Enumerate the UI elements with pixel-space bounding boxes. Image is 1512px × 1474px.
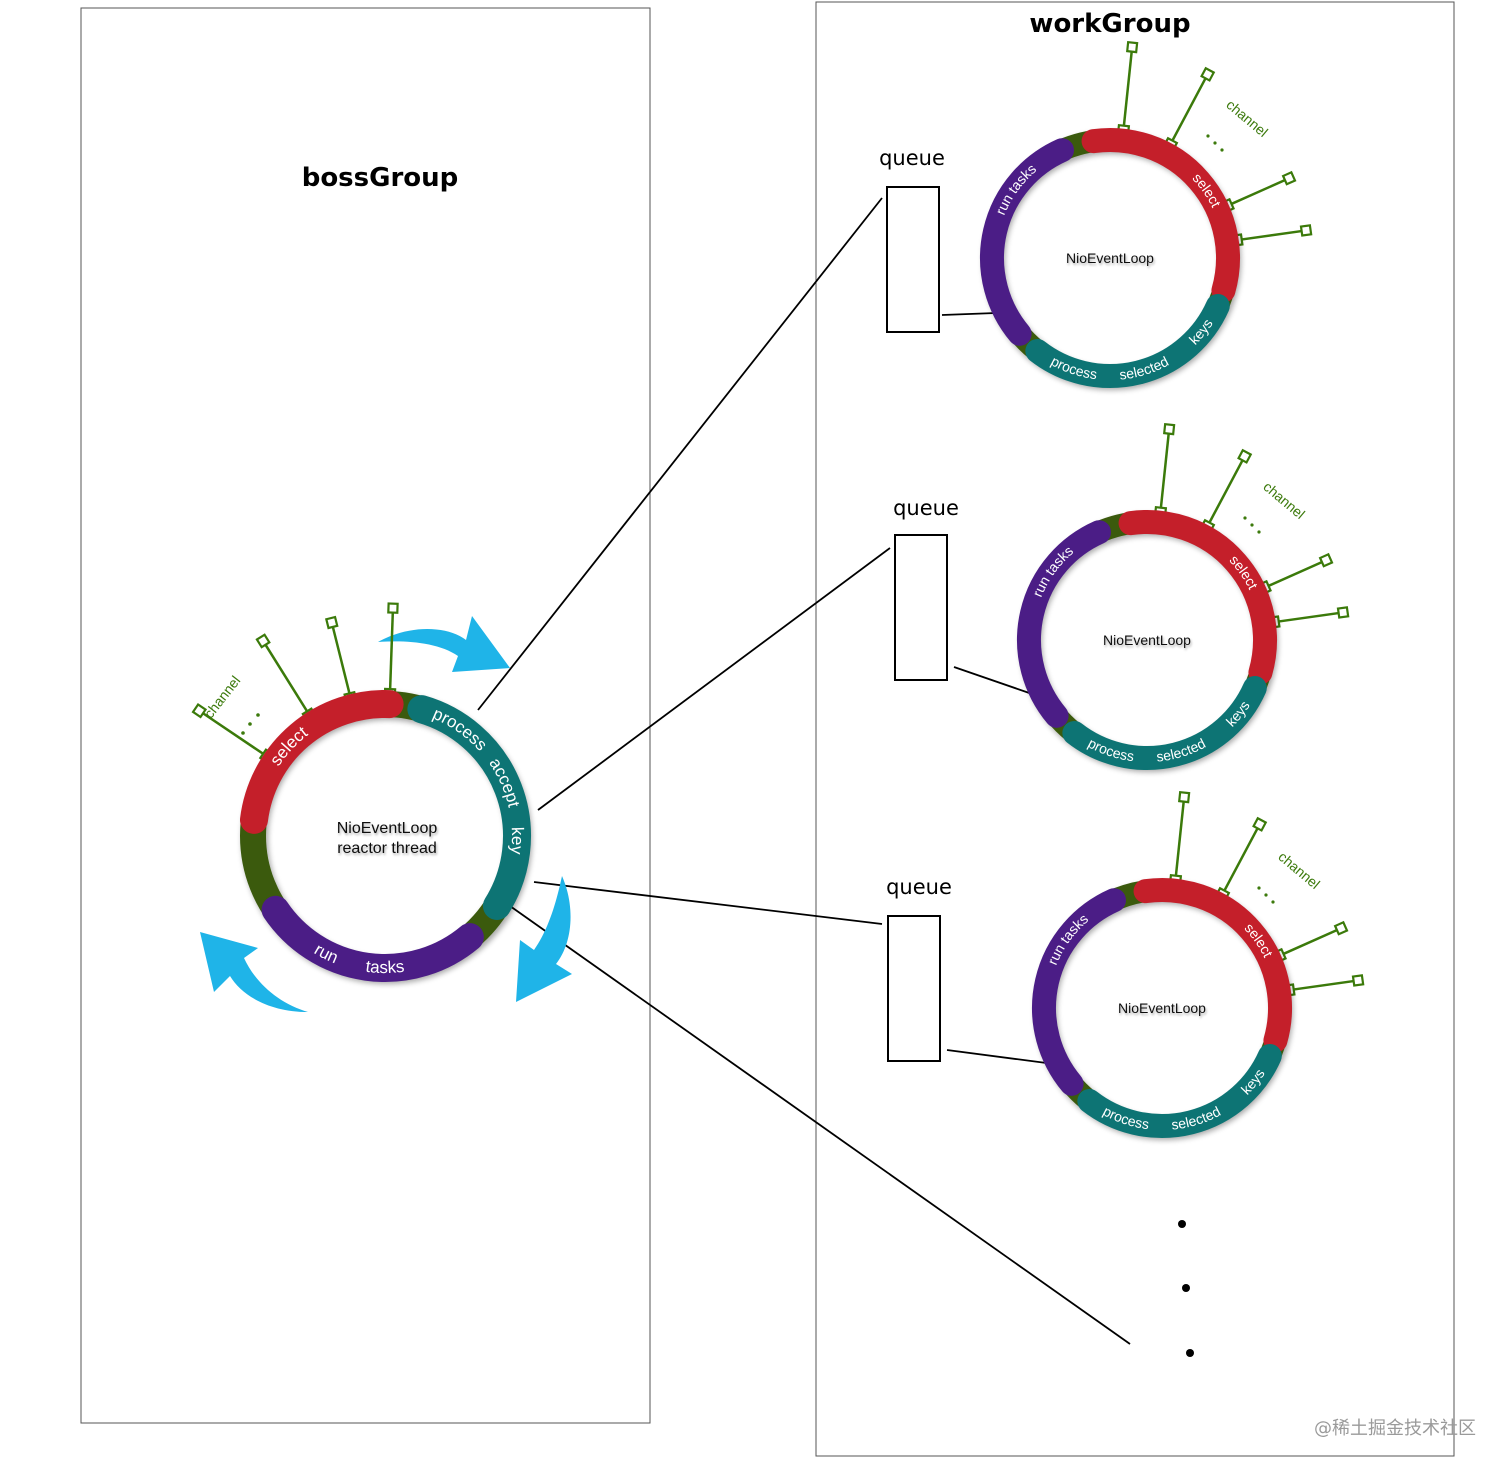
more-workers-ellipsis bbox=[1178, 1220, 1194, 1357]
phase-arc-process-accept-key bbox=[407, 695, 531, 920]
channel-more-dot bbox=[1264, 893, 1268, 897]
channel-end-icon bbox=[1299, 224, 1313, 237]
phase-arc-select bbox=[1133, 878, 1292, 1053]
channel-more-dot bbox=[1213, 141, 1217, 145]
channel-line bbox=[1263, 559, 1327, 590]
channel-end-icon bbox=[191, 702, 208, 719]
clockwise-arrow-right-icon bbox=[516, 876, 572, 1002]
channel-line bbox=[1174, 797, 1186, 881]
channel-more-dot bbox=[256, 713, 260, 717]
channel-end-icon bbox=[1163, 423, 1176, 436]
ellipsis-dot bbox=[1186, 1349, 1194, 1357]
worker-channel-1 bbox=[1168, 791, 1191, 888]
queue-1-to-loop bbox=[941, 312, 997, 316]
event-loop-thread-label: reactor thread bbox=[337, 840, 437, 857]
queue-label: queue bbox=[893, 496, 959, 520]
phase-label-key: key bbox=[507, 827, 527, 856]
channel-end-icon bbox=[1318, 552, 1334, 568]
channel-more-dot bbox=[241, 731, 245, 735]
channel-more-dot bbox=[1271, 900, 1275, 904]
channel-line bbox=[1226, 177, 1290, 208]
phase-arc-process-selected-keys bbox=[1062, 675, 1267, 770]
channel-line bbox=[1278, 927, 1342, 958]
boss-group-title: bossGroup bbox=[302, 163, 459, 193]
channel-line bbox=[1288, 979, 1359, 992]
channel-line bbox=[1220, 823, 1261, 896]
phase-arc-run-tasks bbox=[1032, 888, 1127, 1096]
worker-queue-1: queue bbox=[879, 146, 945, 333]
channel-line bbox=[1168, 73, 1209, 146]
channel-end-icon bbox=[1200, 66, 1216, 82]
channel-end-icon bbox=[1333, 920, 1349, 936]
event-loop-name: NioEventLoop bbox=[1066, 250, 1154, 266]
channel-line bbox=[198, 709, 268, 758]
phase-label-tasks: tasks bbox=[365, 957, 406, 977]
channel-line bbox=[388, 608, 395, 695]
worker-queue-2: queue bbox=[893, 496, 959, 681]
channel-line bbox=[262, 640, 311, 717]
channel-more-dot bbox=[1257, 530, 1261, 534]
channel-line bbox=[1159, 429, 1171, 513]
queue-box bbox=[886, 186, 940, 333]
channel-end-icon bbox=[255, 633, 271, 649]
work-group-title: workGroup bbox=[1029, 9, 1190, 39]
channel-more-dot bbox=[1257, 886, 1261, 890]
ellipsis-dot bbox=[1182, 1284, 1190, 1292]
queue-box bbox=[894, 534, 948, 681]
connector-to-queue-2 bbox=[537, 547, 891, 811]
phase-arc-process-selected-keys bbox=[1025, 293, 1230, 388]
queue-label: queue bbox=[886, 875, 952, 899]
channel-more-dot bbox=[1206, 134, 1210, 138]
channel-more-dot bbox=[1250, 523, 1254, 527]
channel-end-icon bbox=[1336, 606, 1350, 619]
ellipsis-dot bbox=[1178, 1220, 1186, 1228]
phase-arc-select bbox=[1118, 510, 1277, 685]
channel-end-icon bbox=[1351, 974, 1365, 987]
dispatch-connectors bbox=[477, 197, 1131, 1345]
channel-more-dot bbox=[1243, 516, 1247, 520]
channel-end-icon bbox=[1126, 41, 1139, 54]
event-loop-name: NioEventLoop bbox=[1118, 1000, 1206, 1016]
channel-more-dot bbox=[1220, 148, 1224, 152]
channel-end-icon bbox=[1252, 816, 1268, 832]
connector-to-queue-3 bbox=[533, 881, 883, 925]
watermark: @稀土掘金技术社区 bbox=[1314, 1418, 1476, 1439]
clockwise-arrow-top-icon bbox=[378, 616, 510, 672]
event-loop-name: NioEventLoop bbox=[1103, 632, 1191, 648]
channel-end-icon bbox=[387, 602, 399, 614]
connector-to-queue-1 bbox=[477, 197, 883, 711]
channel-end-icon bbox=[1178, 791, 1191, 804]
boss-flow-arrows bbox=[200, 616, 572, 1012]
clockwise-arrow-left-icon bbox=[200, 932, 308, 1012]
channel-line bbox=[1122, 47, 1134, 131]
channel-end-icon bbox=[1281, 170, 1297, 186]
channel-line bbox=[1205, 455, 1246, 528]
event-loop-name: NioEventLoop bbox=[337, 820, 438, 837]
channel-end-icon bbox=[324, 615, 339, 630]
channel-line bbox=[1236, 229, 1307, 242]
phase-arc-run-tasks bbox=[980, 138, 1075, 346]
channel-end-icon bbox=[1237, 448, 1253, 464]
channel-line bbox=[330, 622, 352, 699]
connector-to-more-workers bbox=[509, 905, 1131, 1345]
phase-arc-run-tasks bbox=[261, 895, 484, 982]
queue-box bbox=[887, 915, 941, 1062]
queue-3-to-loop bbox=[946, 1049, 1055, 1065]
channel-more-dot bbox=[248, 722, 252, 726]
phase-arc-run-tasks bbox=[1017, 520, 1112, 728]
channel-line bbox=[1273, 611, 1344, 624]
queue-label: queue bbox=[879, 146, 945, 170]
phase-arc-process-selected-keys bbox=[1077, 1043, 1282, 1138]
phase-arc-select bbox=[1081, 128, 1240, 303]
phase-arc-select bbox=[239, 690, 404, 834]
queue-2-to-loop bbox=[953, 666, 1039, 697]
worker-queue-3: queue bbox=[886, 875, 952, 1062]
